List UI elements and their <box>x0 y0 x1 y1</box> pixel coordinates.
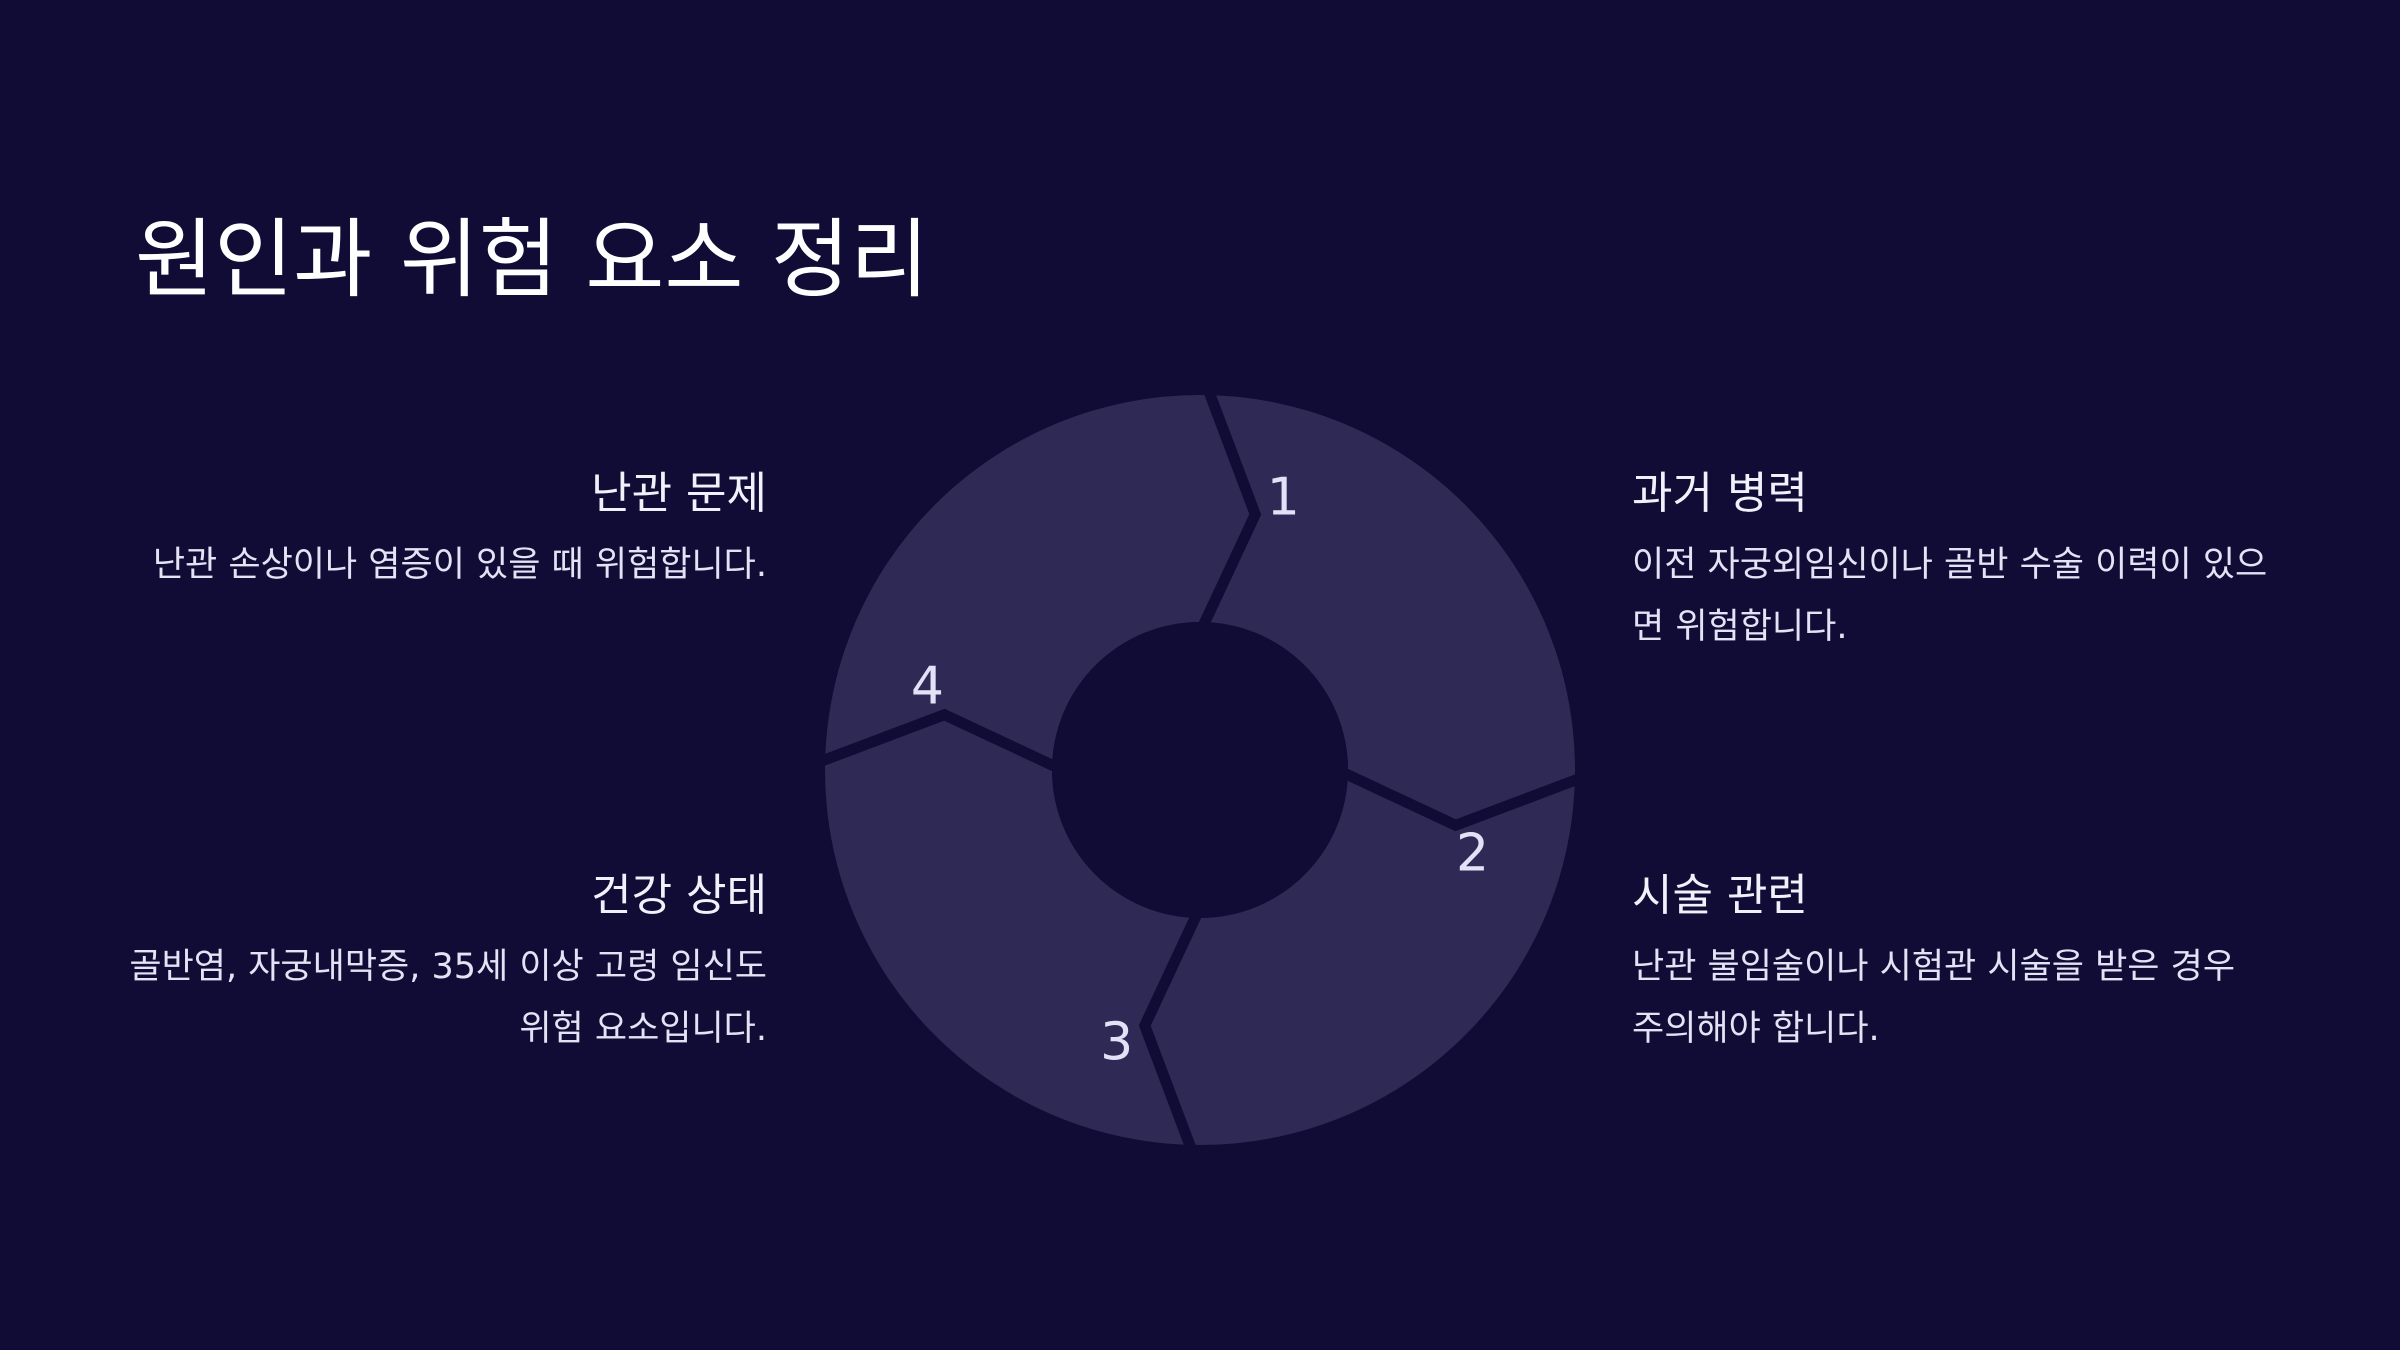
cycle-number-labels: 1 2 3 4 <box>911 467 1489 1072</box>
cycle-segment-1 <box>1200 395 1575 770</box>
cycle-separator <box>1138 911 1202 1153</box>
factor-health-status: 건강 상태 골반염, 자궁내막증, 35세 이상 고령 임신도 위험 요소입니다… <box>127 864 767 1060</box>
factor-title: 시술 관련 <box>1632 870 1808 921</box>
factor-title: 과거 병력 <box>1632 468 1808 519</box>
factor-medical-history: 과거 병력 이전 자궁외임신이나 골반 수술 이력이 있으면 위험합니다. <box>1632 462 2272 658</box>
factor-title: 난관 문제 <box>591 468 767 519</box>
cycle-separator <box>1198 387 1262 629</box>
cycle-number-4: 4 <box>911 657 944 717</box>
factor-description: 난관 불임술이나 시험관 시술을 받은 경우 주의해야 합니다. <box>1632 947 2236 1049</box>
factor-title: 건강 상태 <box>591 870 767 921</box>
factor-description: 골반염, 자궁내막증, 35세 이상 고령 임신도 위험 요소입니다. <box>129 947 767 1049</box>
cycle-number-2: 2 <box>1456 823 1489 883</box>
cycle-segment-2 <box>1200 770 1575 1145</box>
factor-description: 이전 자궁외임신이나 골반 수술 이력이 있으면 위험합니다. <box>1632 545 2268 647</box>
cycle-separators <box>817 387 1583 1153</box>
factor-description: 난관 손상이나 염증이 있을 때 위험합니다. <box>152 545 767 585</box>
cycle-segments <box>825 395 1575 1145</box>
page-title: 원인과 위험 요소 정리 <box>135 210 930 310</box>
factor-tubal-problem: 난관 문제 난관 손상이나 염증이 있을 때 위험합니다. <box>127 462 767 596</box>
cycle-segment-3 <box>825 770 1200 1145</box>
cycle-segment-4 <box>825 395 1200 770</box>
factor-procedure: 시술 관련 난관 불임술이나 시험관 시술을 받은 경우 주의해야 합니다. <box>1632 864 2272 1060</box>
cycle-number-1: 1 <box>1267 467 1300 527</box>
cycle-separator <box>1341 768 1583 832</box>
cycle-number-3: 3 <box>1100 1013 1133 1073</box>
cycle-separator <box>817 708 1059 772</box>
cycle-center <box>1052 622 1348 918</box>
